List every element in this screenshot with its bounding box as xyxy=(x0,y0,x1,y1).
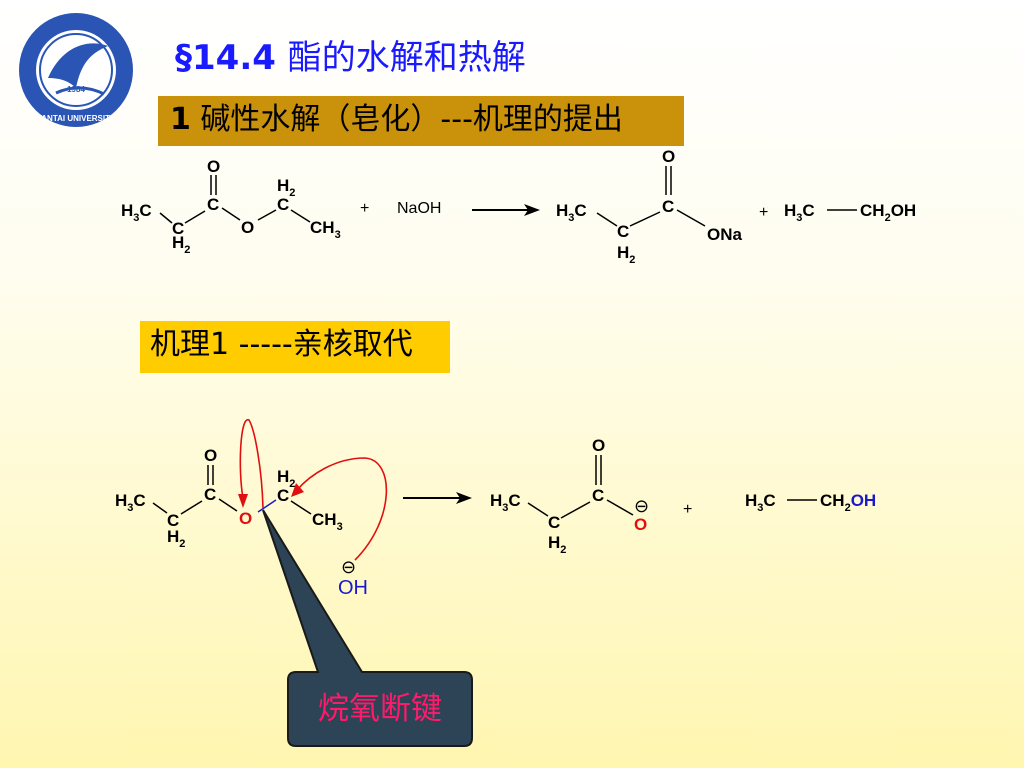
heading-alkaline-hydrolysis: 1 碱性水解（皂化）---机理的提出 xyxy=(158,96,684,146)
plus-3: + xyxy=(683,501,692,518)
carboxylate-minus: ⊖ xyxy=(634,496,649,516)
title-text: 酯的水解和热解 xyxy=(287,38,526,78)
ester-structure: H3C C H2 C O O H2 C CH3 xyxy=(121,157,341,256)
svg-text:H2: H2 xyxy=(617,243,635,266)
callout-bubble xyxy=(262,509,473,747)
callout-alkoxy-bond-cleavage: 烷氧断键 xyxy=(318,691,442,727)
svg-text:O: O xyxy=(634,515,647,534)
svg-text:C: C xyxy=(548,513,560,532)
plus-2: + xyxy=(759,204,768,221)
svg-text:CH3: CH3 xyxy=(310,218,341,241)
svg-text:C: C xyxy=(204,485,216,504)
electron-arrows xyxy=(238,419,388,561)
svg-text:H2: H2 xyxy=(172,233,190,256)
ethanol-structure-1: H3C CH2OH xyxy=(784,201,916,224)
svg-text:CH3: CH3 xyxy=(312,510,343,533)
svg-text:C: C xyxy=(277,486,289,505)
svg-text:O: O xyxy=(241,218,254,237)
propanoate-structure: H3C C H2 C O O xyxy=(490,436,647,556)
svg-text:H3C: H3C xyxy=(115,491,146,514)
reaction-equation-1: H3C C H2 C O O H2 C CH3 + NaOH H3C C H2 … xyxy=(121,147,916,266)
box1-number: 1 xyxy=(170,102,191,137)
title-section: §14.4 xyxy=(175,38,276,78)
svg-text:H3C: H3C xyxy=(745,491,776,514)
sodium-propanoate-structure: H3C C H2 C O ONa xyxy=(556,147,743,266)
ester-structure-2: H3C C H2 C O O H2 C CH3 xyxy=(115,446,343,550)
svg-text:C: C xyxy=(617,222,629,241)
plus-1: + xyxy=(360,200,369,217)
heading-mechanism-1: 机理1 -----亲核取代 xyxy=(140,321,450,373)
svg-text:C: C xyxy=(662,197,674,216)
svg-text:H3C: H3C xyxy=(490,491,521,514)
reaction-arrow-1 xyxy=(472,204,540,216)
reaction-arrow-2 xyxy=(403,492,472,504)
svg-text:CH2OH: CH2OH xyxy=(820,491,876,514)
university-logo: 1984 YANTAI UNIVERSITY xyxy=(19,13,133,127)
mechanism-diagram: H3C C H2 C O O H2 C CH3 ⊖ OH H3C C H2 C … xyxy=(115,419,876,599)
svg-text:O: O xyxy=(592,436,605,455)
ethanol-structure-2: H3C CH2OH xyxy=(745,491,876,514)
svg-text:H3C: H3C xyxy=(121,201,152,224)
svg-text:C: C xyxy=(172,219,184,238)
svg-text:1984: 1984 xyxy=(67,85,85,94)
svg-text:O: O xyxy=(662,147,675,166)
svg-text:CH2OH: CH2OH xyxy=(860,201,916,224)
reagent-naoh: NaOH xyxy=(397,200,441,217)
svg-text:O: O xyxy=(204,446,217,465)
hydroxide-label: OH xyxy=(338,577,368,599)
svg-text:C: C xyxy=(592,486,604,505)
page-title: §14.4 酯的水解和热解 xyxy=(175,30,526,79)
svg-text:H2: H2 xyxy=(167,527,185,550)
svg-text:YANTAI UNIVERSITY: YANTAI UNIVERSITY xyxy=(37,114,116,123)
hydroxide-minus: ⊖ xyxy=(341,557,356,577)
svg-text:C: C xyxy=(277,195,289,214)
svg-text:C: C xyxy=(207,195,219,214)
box1-text: 碱性水解（皂化）---机理的提出 xyxy=(200,102,623,137)
svg-text:H3C: H3C xyxy=(784,201,815,224)
svg-text:H2: H2 xyxy=(548,533,566,556)
sodium-label: Na xyxy=(720,225,742,244)
svg-text:O: O xyxy=(239,509,252,528)
svg-text:O: O xyxy=(207,157,220,176)
svg-text:H3C: H3C xyxy=(556,201,587,224)
box2-text: 机理1 -----亲核取代 xyxy=(150,327,413,362)
svg-text:C: C xyxy=(167,511,179,530)
svg-text:ONa: ONa xyxy=(707,225,743,244)
